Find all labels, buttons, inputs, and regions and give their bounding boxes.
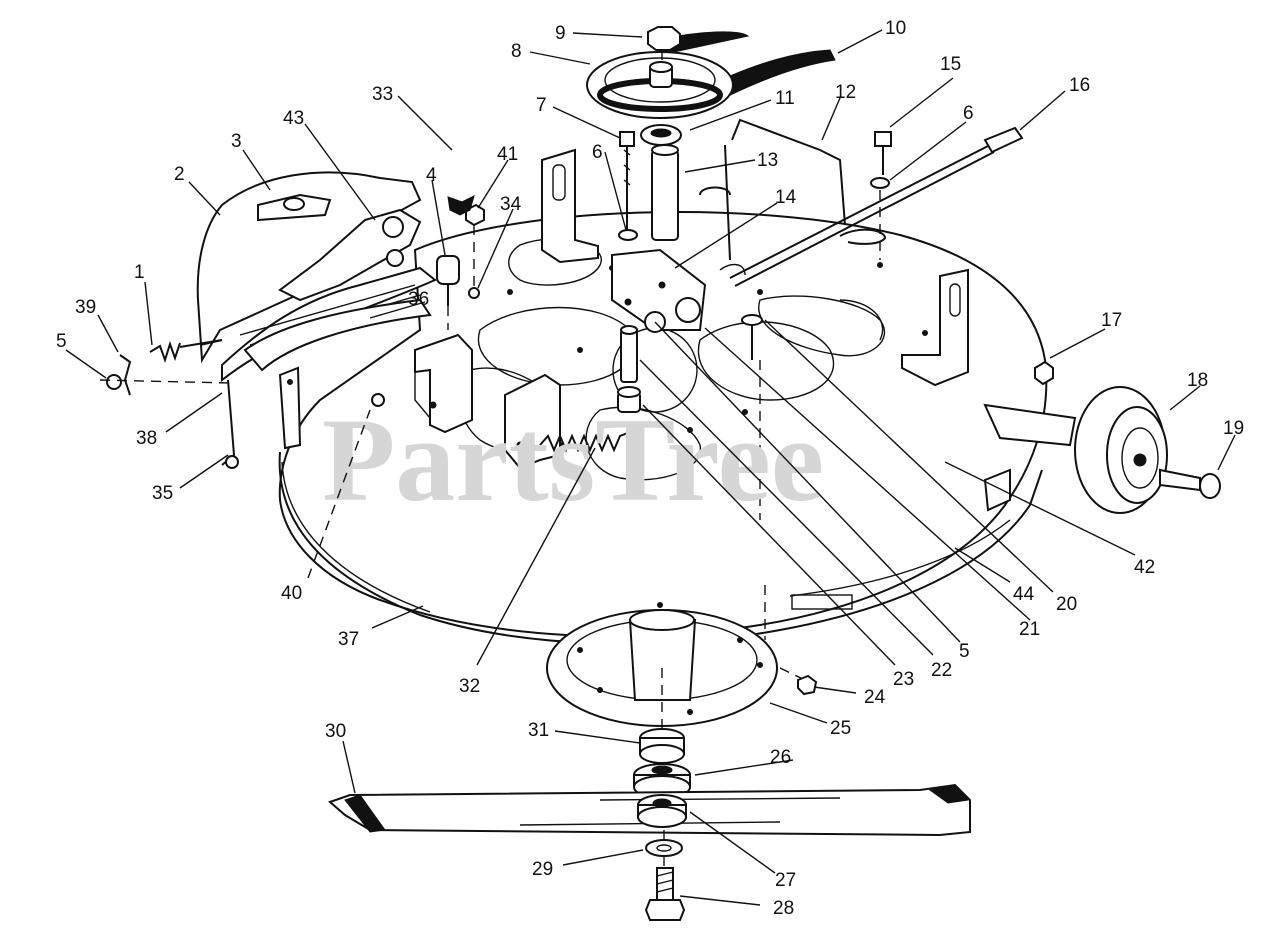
- callout-29: 29: [532, 859, 553, 880]
- callout-25: 25: [830, 718, 851, 739]
- callout-10: 10: [885, 18, 906, 39]
- control-cable: [719, 126, 1024, 287]
- callout-4: 4: [426, 165, 437, 186]
- callout-11: 11: [775, 88, 795, 109]
- callout-24: 24: [864, 687, 886, 708]
- callout-18: 18: [1187, 370, 1208, 391]
- callout-5-left: 5: [56, 331, 67, 352]
- callout-28: 28: [773, 898, 794, 919]
- callout-6-left: 6: [592, 142, 603, 163]
- callout-13: 13: [757, 150, 778, 171]
- callout-37: 37: [338, 629, 359, 650]
- callout-1: 1: [134, 262, 145, 283]
- callout-8: 8: [511, 41, 522, 62]
- callout-31: 31: [528, 720, 549, 741]
- callout-33: 33: [372, 84, 393, 105]
- callout-41: 41: [497, 144, 518, 165]
- callout-15: 15: [940, 54, 961, 75]
- height-adjust-linkage: [99, 171, 485, 469]
- callout-7: 7: [536, 95, 547, 116]
- callout-14: 14: [775, 187, 797, 208]
- callout-21: 21: [1019, 619, 1040, 640]
- callout-35: 35: [152, 483, 173, 504]
- callout-27: 27: [775, 870, 796, 891]
- mower-deck: [278, 211, 1048, 645]
- callout-36: 36: [408, 289, 429, 310]
- spindle-assembly: [328, 585, 971, 921]
- callout-leaders: [65, 29, 1236, 906]
- callout-44: 44: [1013, 584, 1035, 605]
- callout-22: 22: [931, 660, 952, 681]
- callout-38: 38: [136, 428, 157, 449]
- callout-42: 42: [1134, 557, 1155, 578]
- callout-2: 2: [174, 164, 185, 185]
- callout-20: 20: [1056, 594, 1077, 615]
- callout-16: 16: [1069, 75, 1090, 96]
- callout-5-right: 5: [959, 641, 970, 662]
- callout-43: 43: [283, 108, 304, 129]
- watermark-text: PartsTree: [322, 393, 824, 526]
- callout-12: 12: [835, 82, 856, 103]
- callout-32: 32: [459, 676, 480, 697]
- callout-3: 3: [231, 131, 242, 152]
- callout-26: 26: [770, 747, 791, 768]
- callout-34: 34: [500, 194, 522, 215]
- callout-labels: 1 2 3 4 5 5 6 6 7 8 9 10 11 12 13 14 15 …: [56, 18, 1244, 919]
- callout-30: 30: [325, 721, 346, 742]
- deck-brackets: [414, 118, 969, 520]
- pulley-assembly: [586, 26, 836, 119]
- callout-39: 39: [75, 297, 96, 318]
- callout-19: 19: [1223, 418, 1244, 439]
- callout-23: 23: [893, 669, 914, 690]
- spring-32: [539, 431, 631, 453]
- callout-6-right: 6: [963, 103, 974, 124]
- wheel-assembly: [983, 360, 1221, 514]
- callout-17: 17: [1101, 310, 1122, 331]
- callout-40: 40: [281, 583, 302, 604]
- callout-9: 9: [555, 23, 566, 44]
